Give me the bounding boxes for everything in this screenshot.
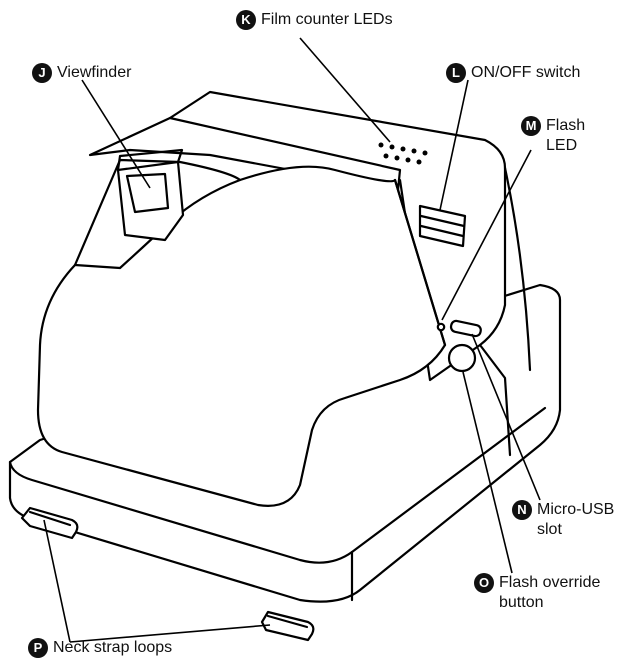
label-viewfinder: J Viewfinder xyxy=(32,63,131,83)
badge-n: N xyxy=(512,500,532,520)
label-on-off-switch: L ON/OFF switch xyxy=(446,63,580,83)
micro-usb-slot xyxy=(449,319,482,338)
label-micro-usb-line2: slot xyxy=(537,521,562,538)
neck-strap-loop-left xyxy=(20,506,79,540)
viewfinder-housing xyxy=(116,148,185,242)
label-flash-led-line1: Flash xyxy=(546,117,586,134)
label-flash-override-button: O Flash override button xyxy=(474,573,600,613)
leader-flash-override xyxy=(462,371,513,574)
label-micro-usb-line1: Micro-USB xyxy=(537,501,615,518)
leader-film-counter xyxy=(299,37,391,143)
label-flash-override-line1: Flash override xyxy=(499,574,601,591)
label-neck-strap-text: Neck strap loops xyxy=(53,639,173,656)
on-off-switch xyxy=(418,204,467,248)
neck-strap-loop-right xyxy=(260,610,315,642)
label-neck-strap-loops: P Neck strap loops xyxy=(28,638,172,658)
badge-j: J xyxy=(32,63,52,83)
leader-viewfinder xyxy=(81,79,151,189)
badge-l: L xyxy=(446,63,466,83)
flash-led xyxy=(436,322,446,332)
badge-o: O xyxy=(474,573,494,593)
leader-on-off xyxy=(439,79,469,211)
flash-override-button xyxy=(447,343,477,373)
film-counter-leds xyxy=(378,142,428,165)
leader-micro-usb xyxy=(471,333,541,501)
leader-strap-right xyxy=(69,624,271,643)
badge-p: P xyxy=(28,638,48,658)
badge-m: M xyxy=(521,116,541,136)
leader-strap-left xyxy=(43,519,71,643)
viewfinder-window xyxy=(125,172,170,214)
label-film-counter-leds: K Film counter LEDs xyxy=(236,10,393,30)
label-micro-usb-slot: N Micro-USB slot xyxy=(512,500,614,540)
label-on-off-text: ON/OFF switch xyxy=(471,64,581,81)
label-flash-override-line2: button xyxy=(499,594,544,611)
label-film-counter-text: Film counter LEDs xyxy=(261,11,393,28)
label-flash-led-line2: LED xyxy=(546,137,578,154)
leader-lines xyxy=(43,37,541,643)
leader-flash-led xyxy=(441,149,532,321)
badge-k: K xyxy=(236,10,256,30)
label-viewfinder-text: Viewfinder xyxy=(57,64,132,81)
